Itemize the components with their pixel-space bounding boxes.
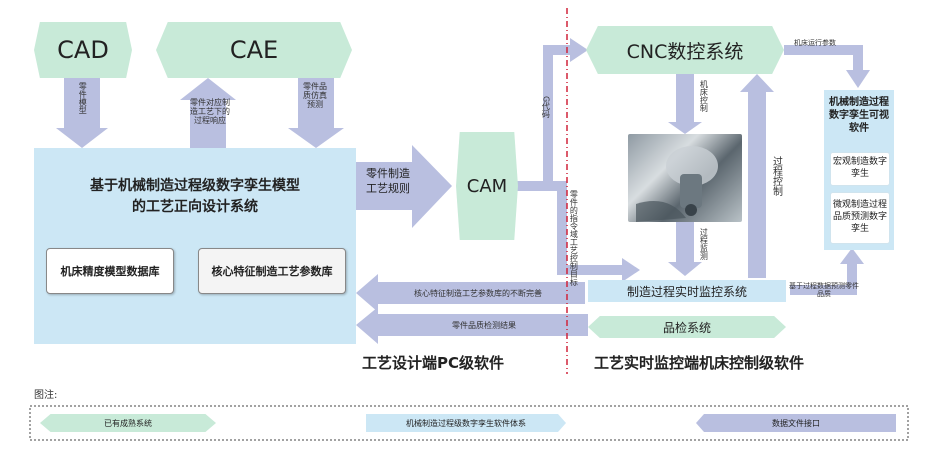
edge-label-machine-params: 机床运行参数 [794,39,836,47]
arrow-cam-monitor-line [515,181,624,275]
edge-label-inspection-result: 零件品质检测结果 [452,321,516,330]
cae-node: CAE [156,22,352,78]
viz-macro-box[interactable]: 宏观制造数字孪生 [830,152,890,186]
cad-label: CAD [57,36,109,64]
edge-label-process-rules: 零件制造工艺规则 [366,167,410,196]
main-system-title: 基于机械制造过程级数字孪生模型 的工艺正向设计系统 [90,178,300,215]
legend-item-twin: 机械制造过程级数字孪生软件体系 [366,414,566,432]
edge-label-process-control: 过程控制 [770,156,782,196]
arrow-cae-to-main [288,78,344,148]
arrow-gcode-head [570,38,588,62]
cae-label: CAE [229,36,279,64]
db-feature-params[interactable]: 核心特征制造工艺参数库 [198,248,346,294]
section-right-title: 工艺实时监控端机床控制级软件 [594,354,805,372]
arrow-monitor-to-main [356,274,585,312]
db-machine-accuracy[interactable]: 机床精度模型数据库 [46,248,174,294]
edge-label-machine-control: 机床控制 [699,80,709,112]
arrow-monitor-viz-head [840,248,864,264]
arrow-cnc-to-machine [668,74,702,134]
section-left-title: 工艺设计端PC级软件 [362,354,505,372]
edge-label-control-target: 零件的指令域工艺控制目标 [569,190,579,286]
machine-tool-image [628,134,742,222]
edge-label-process-response: 零件对应制造工艺下的过程响应 [190,98,230,126]
arrow-cnc-viz-head [846,70,870,88]
arrow-monitor-viz-line [790,262,857,295]
legend-title: 图注: [34,390,58,401]
arrow-machine-to-monitor [668,222,702,276]
edge-label-quality-predict: 基于过程数据预测零件品质 [789,282,859,299]
edge-label-process-monitor: 过程监测 [699,228,709,260]
viz-software-panel: 机械制造过程数字孪生可视软件 宏观制造数字孪生 微观制造过程品质预测数字孪生 [824,90,894,250]
arrow-inspection-to-main [356,307,588,344]
edge-label-gcode: G代码 [541,96,551,119]
viz-title: 机械制造过程数字孪生可视软件 [829,97,889,134]
legend-item-mature: 已有成熟系统 [40,414,216,432]
machine-tool-icon [636,146,718,222]
cam-node: CAM [456,132,518,240]
cad-node: CAD [34,22,132,78]
cam-label: CAM [466,175,508,197]
edge-label-db-improve: 核心特征制造工艺参数库的不断完善 [414,289,542,298]
main-system-panel: 基于机械制造过程级数字孪生模型 的工艺正向设计系统 机床精度模型数据库 核心特征… [34,148,356,344]
arrow-cam-monitor-head [622,258,640,282]
edge-label-quality-sim: 零件品质仿真预测 [303,82,327,110]
arrow-cad-to-main [56,78,108,148]
edge-label-part-model: 零件模型 [78,82,88,114]
cnc-node: CNC数控系统 [586,26,784,74]
arrow-monitor-to-cnc [740,74,774,278]
arrow-main-to-cae [180,78,236,148]
legend-item-interface: 数据文件接口 [696,414,896,432]
inspection-system: 品检系统 [588,316,786,338]
cnc-label: CNC数控系统 [626,40,744,63]
arrow-main-to-cam [356,145,452,228]
viz-micro-box[interactable]: 微观制造过程品质预测数字孪生 [830,192,890,244]
monitor-system: 制造过程实时监控系统 [588,280,786,302]
arrow-cnc-viz-line [784,45,863,72]
